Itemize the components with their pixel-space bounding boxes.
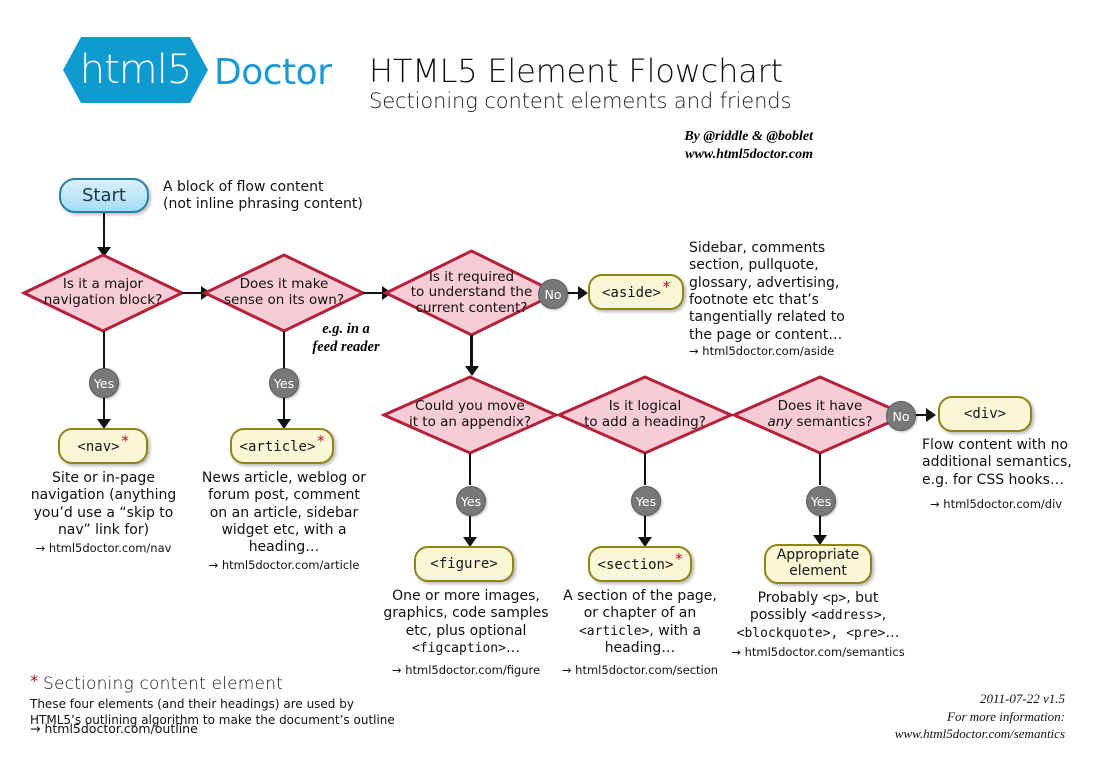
element-article-desc: News article, weblog or forum post, comm…	[201, 470, 367, 556]
arrow-to-figure	[463, 537, 477, 547]
element-section-link[interactable]: → html5doctor.com/section	[561, 663, 719, 677]
arrow-to-div	[926, 408, 936, 422]
arrow-to-appendix	[464, 366, 479, 376]
decision-required-understand-label: Is it required to understand the current…	[410, 268, 533, 316]
edge-yes-to-nav	[102, 396, 105, 422]
arrow-to-appropriate-element	[813, 535, 827, 545]
element-appropriate-label: Appropriate element	[776, 547, 860, 579]
sectioning-star-icon: *	[674, 550, 684, 568]
element-aside[interactable]: <aside>*	[588, 274, 684, 310]
element-section-desc: A section of the page, or chapter of an …	[563, 588, 717, 657]
element-div-desc: Flow content with no additional semantic…	[922, 437, 1072, 488]
edge-no-to-div	[914, 413, 930, 416]
element-nav[interactable]: <nav>*	[58, 428, 148, 464]
decision-move-appendix[interactable]: Could you move it to an appendix?	[380, 375, 560, 455]
footer-version-block: 2011-07-22 v1.5 For more information: ww…	[745, 690, 1065, 743]
sectioning-star-icon: *	[120, 432, 130, 450]
pip-no-any-semantics: No	[886, 401, 916, 431]
logo-word: Doctor	[214, 52, 332, 93]
element-aside-label: <aside>*	[601, 278, 672, 301]
edge-sense-own-to-required	[363, 291, 385, 294]
pip-yes-any-semantics: Yes	[806, 486, 836, 516]
decision-sense-own-label: Does it make sense on its own?	[223, 276, 345, 308]
element-div-label: <div>	[963, 406, 1007, 422]
page-subtitle: Sectioning content elements and friends	[369, 89, 792, 113]
element-section-label: <section>*	[597, 550, 684, 573]
edge-sense-own-yes	[282, 331, 285, 371]
logo-mark-text: html5	[79, 47, 193, 93]
edge-yes-to-figure	[468, 514, 471, 540]
element-figure-desc: One or more images, graphics, code sampl…	[383, 588, 549, 657]
element-nav-label: <nav>*	[77, 432, 130, 455]
arrow-start-down	[97, 247, 111, 257]
element-div[interactable]: <div>	[938, 396, 1032, 432]
element-nav-link[interactable]: → html5doctor.com/nav	[35, 541, 172, 555]
page-title: HTML5 Element Flowchart	[369, 52, 783, 90]
element-article-label: <article>*	[239, 432, 326, 455]
decision-sense-own[interactable]: Does it make sense on its own?	[201, 253, 367, 333]
footer-legend-title: Sectioning content element	[43, 674, 284, 694]
start-node[interactable]: Start	[59, 178, 149, 213]
element-div-link[interactable]: → html5doctor.com/div	[930, 497, 1063, 511]
start-note-line-1: A block of flow content	[163, 179, 324, 195]
footer-legend-body: These four elements (and their headings)…	[30, 697, 395, 727]
arrow-to-nav	[97, 419, 111, 429]
start-note: A block of flow content (not inline phra…	[163, 179, 393, 214]
element-figure-link[interactable]: → html5doctor.com/figure	[391, 663, 541, 677]
pip-yes-logical-heading: Yes	[631, 486, 661, 516]
edge-yes-to-appropriate-element	[818, 514, 821, 538]
pip-yes-major-nav: Yes	[89, 368, 119, 398]
byline: By @riddle & @boblet www.html5doctor.com	[500, 128, 813, 163]
decision-required-understand[interactable]: Is it required to understand the current…	[382, 249, 561, 337]
element-figure[interactable]: <figure>	[414, 546, 514, 582]
footer-version: 2011-07-22 v1.5	[980, 691, 1065, 706]
arrow-to-article	[277, 419, 291, 429]
element-appropriate-desc: Probably <p>, but possibly <address>, <b…	[736, 590, 900, 641]
element-nav-desc: Site or in-page navigation (anything you…	[30, 470, 177, 539]
sectioning-star-icon: *	[661, 278, 672, 296]
edge-major-nav-to-sense-own	[182, 291, 204, 294]
decision-major-nav-label: Is it a major navigation block?	[43, 276, 163, 308]
pip-yes-move-appendix: Yes	[456, 486, 486, 516]
html5doctor-logo: html5	[63, 37, 208, 103]
decision-any-semantics-label: Does it have any semantics?	[767, 398, 873, 430]
arrow-to-section	[638, 537, 652, 547]
decision-major-nav[interactable]: Is it a major navigation block?	[20, 253, 186, 333]
arrow-to-aside	[578, 286, 588, 300]
decision-logical-heading-label: Is it logical to add a heading?	[584, 398, 706, 430]
footer-legend-link[interactable]: → html5doctor.com/outline	[30, 721, 198, 736]
feed-reader-note: e.g. in a feed reader	[312, 321, 380, 356]
decision-logical-heading[interactable]: Is it logical to add a heading?	[555, 375, 735, 455]
edge-no-to-aside	[566, 291, 582, 294]
byline-site: www.html5doctor.com	[685, 146, 813, 162]
footer-more-url: www.html5doctor.com/semantics	[894, 726, 1065, 742]
element-article[interactable]: <article>*	[230, 428, 334, 464]
element-section[interactable]: <section>*	[588, 546, 692, 582]
edge-yes-to-article	[282, 396, 285, 422]
start-note-line-2: (not inline phrasing content)	[163, 196, 363, 213]
decision-move-appendix-label: Could you move it to an appendix?	[408, 398, 532, 430]
decision-any-semantics[interactable]: Does it have any semantics?	[730, 375, 910, 455]
element-aside-desc: Sidebar, comments section, pullquote, gl…	[689, 240, 845, 343]
edge-major-nav-yes	[102, 331, 105, 371]
edge-start-to-major-nav	[102, 213, 105, 251]
footer-more-info: For more information:	[947, 708, 1065, 724]
element-appropriate[interactable]: Appropriate element	[764, 544, 872, 584]
edge-yes-to-section	[643, 514, 646, 540]
element-aside-link[interactable]: → html5doctor.com/aside	[689, 344, 835, 358]
edge-appendix-yes	[468, 453, 471, 485]
start-label: Start	[82, 185, 126, 206]
pip-no-required-understand: No	[538, 279, 568, 309]
sectioning-star-icon: *	[316, 432, 326, 450]
element-appropriate-link[interactable]: → html5doctor.com/semantics	[731, 645, 905, 659]
edge-semantics-yes	[818, 453, 821, 485]
pip-yes-sense-own: Yes	[269, 368, 299, 398]
byline-author: By @riddle & @boblet	[684, 129, 813, 144]
element-article-link[interactable]: → html5doctor.com/article	[208, 558, 360, 572]
footer-star-icon: *	[30, 672, 39, 692]
edge-required-to-appendix	[470, 335, 473, 369]
edge-heading-yes	[643, 453, 646, 485]
element-figure-label: <figure>	[430, 556, 498, 572]
